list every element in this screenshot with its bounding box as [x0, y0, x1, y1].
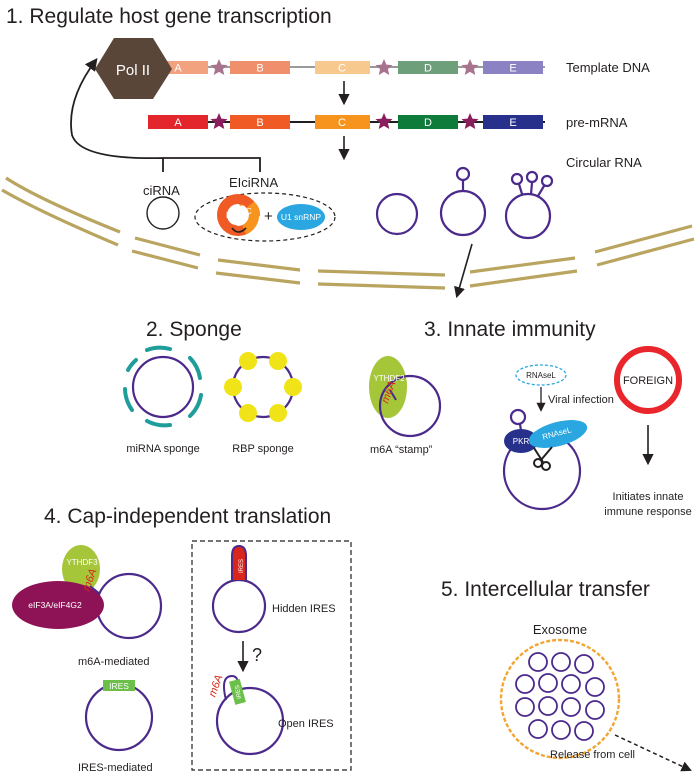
- section-4-title: 4. Cap-independent translation: [44, 505, 331, 528]
- pkr-label: PKR: [513, 437, 530, 446]
- u1-snrnp-label: U1 snRNP: [281, 212, 321, 222]
- pol-ii-label: Pol II: [116, 62, 150, 79]
- section-5-title: 5. Intercellular transfer: [441, 578, 650, 601]
- cirna-label: ciRNA: [143, 183, 180, 198]
- premrna-exon-a: [148, 115, 208, 129]
- ires-dashed-box: [191, 540, 352, 771]
- export-arrow: [454, 243, 473, 299]
- rbp-sponge-label: RBP sponge: [232, 443, 294, 455]
- eif-label: eIF3A/eIF4G2: [28, 600, 82, 610]
- mirna-sponge-label: miRNA sponge: [126, 443, 199, 455]
- template-exon-e: [483, 61, 543, 74]
- plus-sign: +: [264, 208, 273, 225]
- m6a-stamp-figure: [369, 356, 442, 438]
- ires-mediated-figure: [84, 680, 154, 752]
- eicirna-ring: [217, 194, 261, 236]
- open-ires-figure: [215, 674, 285, 756]
- star-icon: [210, 113, 228, 129]
- section-2-title: 2. Sponge: [146, 318, 242, 341]
- circular-rna-variants: [375, 166, 554, 240]
- row-label-pre-mrna: pre-mRNA: [566, 115, 628, 130]
- row-label-template-dna: Template DNA: [566, 60, 650, 75]
- question-mark: ?: [252, 645, 262, 665]
- template-dna: A B C D E: [148, 59, 545, 75]
- template-exon-b: [230, 61, 290, 74]
- eicirna-exon-b: B: [226, 211, 231, 220]
- response-line-2: immune response: [604, 506, 691, 518]
- pre-mrna: A B C D E: [148, 113, 545, 129]
- template-exon-label-a: A: [174, 63, 182, 75]
- template-exon-d: [398, 61, 458, 74]
- open-m6a-mark: m6A: [206, 673, 225, 698]
- premrna-exon-e: [483, 115, 543, 129]
- star-icon: [461, 113, 479, 129]
- rbp-sponge-figure: [224, 352, 302, 422]
- eicirna-dashed-boundary: [194, 192, 336, 242]
- eicirna-label: EIciRNA: [229, 175, 278, 190]
- pkr-rnasel-complex: [502, 408, 588, 511]
- feedback-arrow: [70, 57, 164, 172]
- ythdf2-label: YTHDF2: [373, 374, 405, 383]
- nuclear-membrane: [1, 176, 695, 290]
- hidden-ires-label: Hidden IRES: [272, 603, 336, 615]
- star-icon: [461, 59, 479, 75]
- response-line-1: Initiates innate: [613, 491, 684, 503]
- row-label-circular-rna: Circular RNA: [566, 155, 642, 170]
- mirna-sponge-figure: [123, 345, 203, 428]
- pol-ii-shape: [95, 38, 172, 99]
- premrna-exon-label-d: D: [424, 117, 432, 129]
- scissors-icon: [533, 446, 553, 471]
- star-icon: [375, 59, 393, 75]
- free-rnasel-dashed: [515, 364, 567, 386]
- open-ires-tag: IRES: [235, 684, 243, 699]
- exosome-label: Exosome: [533, 622, 587, 637]
- star-icon: [375, 113, 393, 129]
- template-exon-label-b: B: [256, 63, 263, 75]
- u1-snrnp-shape: [277, 204, 325, 230]
- star-icon: [210, 59, 228, 75]
- premrna-exon-label-e: E: [509, 117, 516, 129]
- premrna-exon-b: [230, 115, 290, 129]
- release-label: Release from cell: [550, 749, 635, 761]
- premrna-exon-label-c: C: [338, 117, 346, 129]
- premrna-exon-label-b: B: [256, 117, 263, 129]
- exosome-figure: [499, 638, 621, 760]
- viral-infection-label: Viral infection: [548, 394, 614, 406]
- ires-tag-label: IRES: [109, 681, 129, 691]
- hidden-ires-tag: IRES: [239, 559, 245, 573]
- m6a-mediated-label: m6A-mediated: [78, 656, 150, 668]
- hidden-ires-figure: [211, 544, 267, 634]
- ires-mediated-label: IRES-mediated: [78, 762, 153, 774]
- premrna-exon-c: [315, 115, 370, 129]
- template-exon-label-c: C: [338, 63, 346, 75]
- eicirna-exon-c: C: [246, 207, 252, 216]
- feedback-bracket: [163, 157, 261, 172]
- template-exon-label-d: D: [424, 63, 432, 75]
- foreign-label: FOREIGN: [623, 375, 673, 387]
- section-3-title: 3. Innate immunity: [424, 318, 596, 341]
- section-1-title: 1. Regulate host gene transcription: [6, 5, 332, 28]
- premrna-exon-d: [398, 115, 458, 129]
- m6a-stamp-label: m6A “stamp”: [370, 444, 433, 456]
- foreign-ring: [614, 346, 682, 414]
- ythdf3-label: YTHDF3: [66, 558, 98, 567]
- template-exon-c: [315, 61, 370, 74]
- m6a-mediated-figure: [12, 545, 163, 640]
- premrna-exon-label-a: A: [174, 117, 182, 129]
- template-exon-label-e: E: [509, 63, 516, 75]
- free-rnasel-label: RNAseL: [526, 371, 556, 380]
- open-ires-label: Open IRES: [278, 718, 334, 730]
- cirna-circle: [146, 196, 180, 230]
